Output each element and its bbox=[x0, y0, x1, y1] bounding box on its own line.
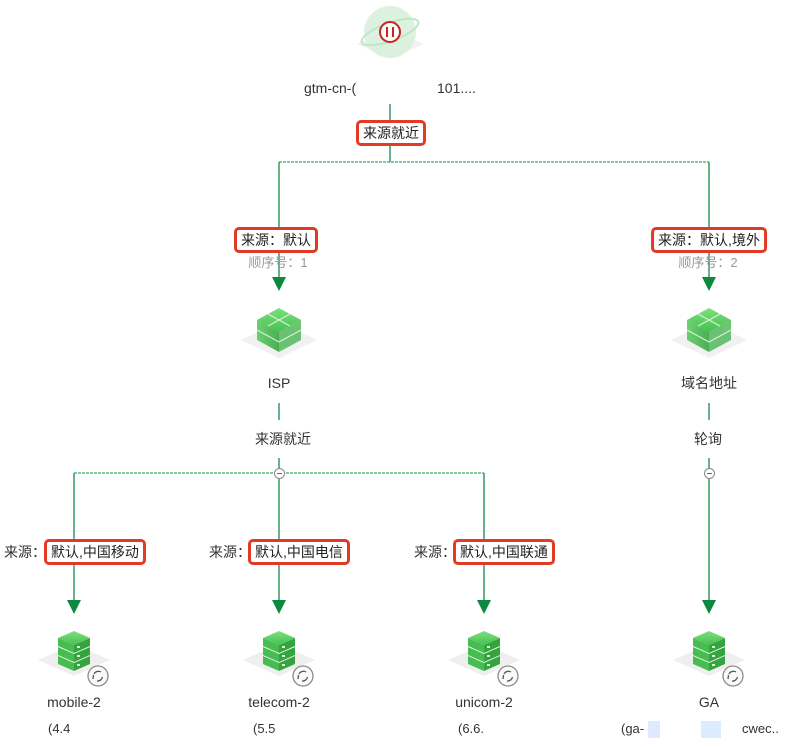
domain-pool-name[interactable]: 域名地址 bbox=[681, 375, 737, 391]
isp-order-label: 顺序号：1 bbox=[248, 255, 308, 270]
unicom-node-address: (6.6. bbox=[458, 721, 485, 736]
domain-pool-icon bbox=[671, 308, 747, 358]
unicom-source-prefix: 来源： bbox=[414, 544, 456, 560]
domain-policy-label: 轮询 bbox=[694, 431, 722, 447]
mobile-node-name[interactable]: mobile-2 bbox=[47, 694, 101, 710]
domain-source-label: 来源：默认,境外 bbox=[651, 227, 767, 253]
telecom-source-label: 默认,中国电信 bbox=[248, 539, 350, 565]
telecom-node-name[interactable]: telecom-2 bbox=[248, 694, 310, 710]
refresh-icon[interactable] bbox=[722, 665, 744, 687]
refresh-icon[interactable] bbox=[292, 665, 314, 687]
root-globe-icon bbox=[356, 6, 424, 58]
arrow-ga bbox=[702, 600, 716, 614]
arrow-telecom bbox=[272, 600, 286, 614]
arrow-mobile bbox=[67, 600, 81, 614]
ga-node-name[interactable]: GA bbox=[698, 694, 720, 710]
telecom-node-address: (5.5 bbox=[253, 721, 276, 736]
domain-collapse-toggle[interactable] bbox=[704, 468, 715, 479]
mobile-node-address: (4.4 bbox=[48, 721, 71, 736]
isp-policy-label: 来源就近 bbox=[255, 431, 311, 447]
domain-order-label: 顺序号：2 bbox=[678, 255, 738, 270]
arrow-domain bbox=[702, 277, 716, 291]
refresh-icon[interactable] bbox=[497, 665, 519, 687]
redaction-mask bbox=[648, 721, 660, 738]
isp-collapse-toggle[interactable] bbox=[274, 468, 285, 479]
arrow-isp bbox=[272, 277, 286, 291]
isp-source-label: 来源：默认 bbox=[234, 227, 318, 253]
root-policy-label: 来源就近 bbox=[356, 120, 426, 146]
redaction-mask bbox=[701, 721, 721, 738]
root-name-prefix[interactable]: gtm-cn-( bbox=[304, 80, 357, 96]
refresh-icon[interactable] bbox=[87, 665, 109, 687]
isp-pool-icon bbox=[241, 308, 317, 358]
arrow-unicom bbox=[477, 600, 491, 614]
unicom-source-label: 默认,中国联通 bbox=[453, 539, 555, 565]
ga-node-address-suffix: cwec.. bbox=[742, 721, 779, 736]
mobile-source-label: 默认,中国移动 bbox=[44, 539, 146, 565]
isp-pool-name[interactable]: ISP bbox=[267, 375, 291, 391]
unicom-node-name[interactable]: unicom-2 bbox=[455, 694, 513, 710]
ga-node-address-prefix: (ga- bbox=[621, 721, 645, 736]
mobile-source-prefix: 来源： bbox=[4, 544, 46, 560]
root-name-suffix[interactable]: 101.... bbox=[437, 80, 476, 96]
telecom-source-prefix: 来源： bbox=[209, 544, 251, 560]
